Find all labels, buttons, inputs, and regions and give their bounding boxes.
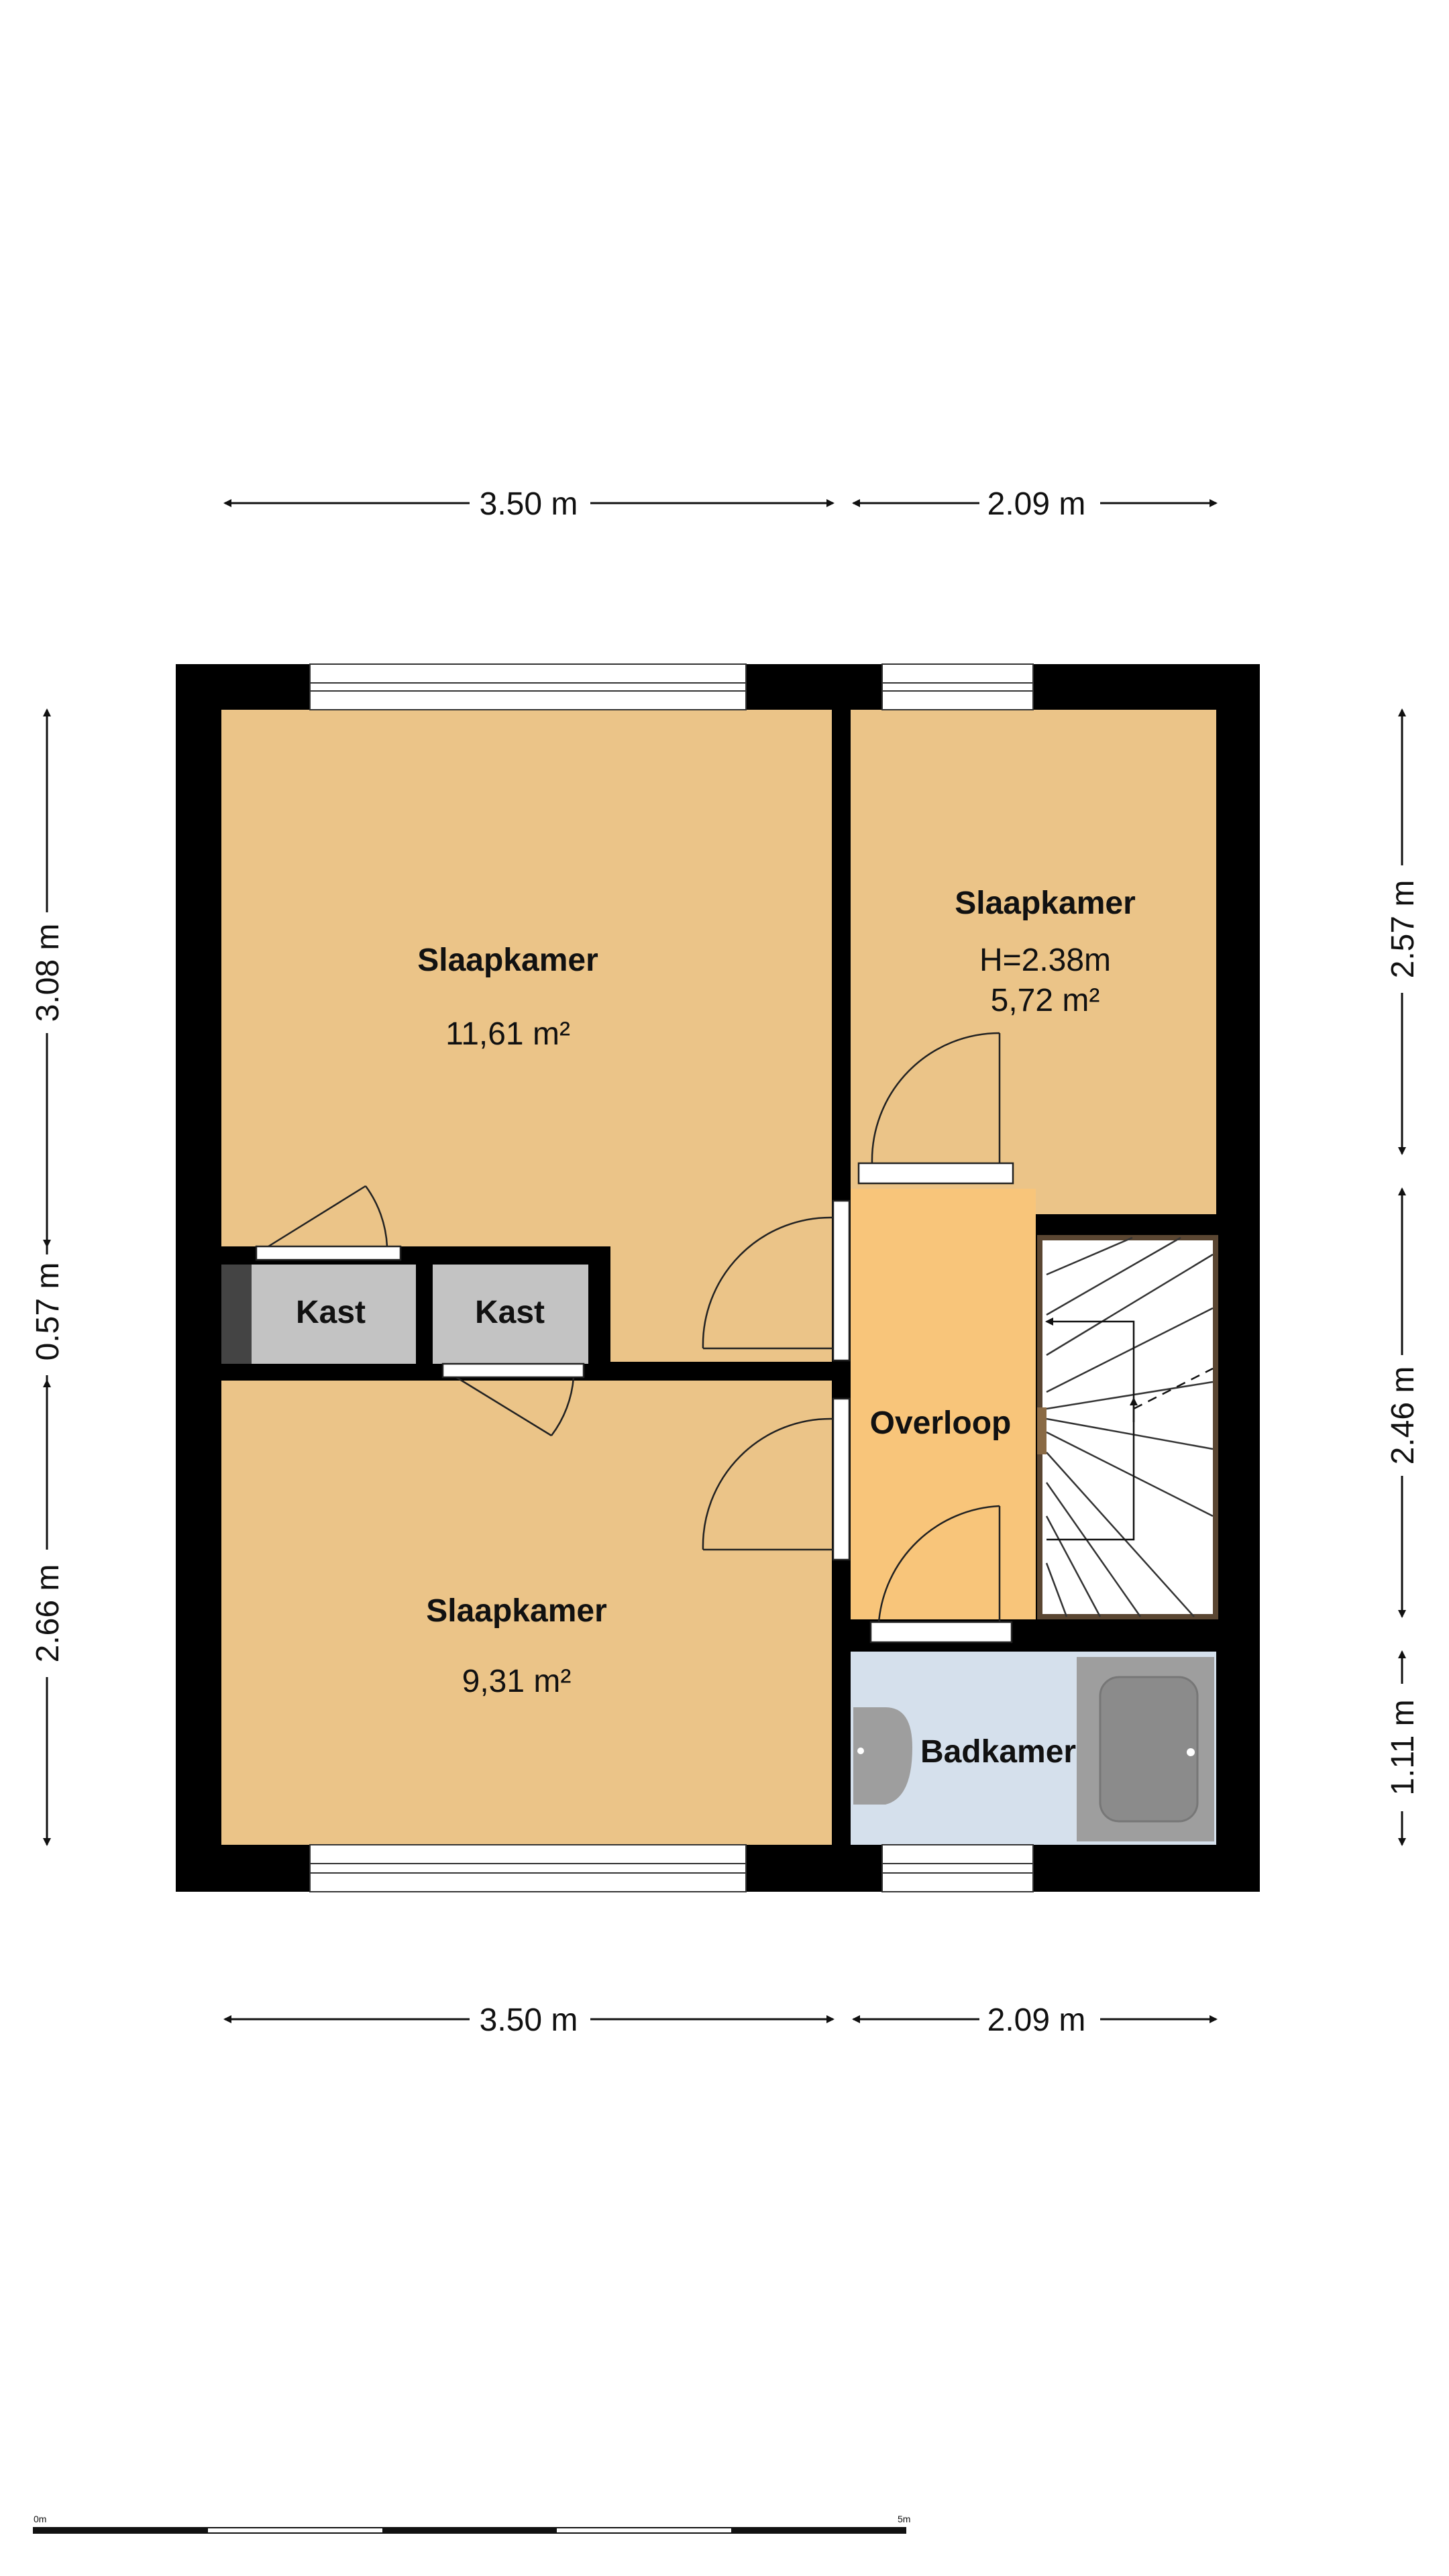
room-closet-left [221,1265,416,1364]
dimension-left-bottom: 2.66 m [30,1564,66,1663]
staircase [1037,1235,1218,1619]
bathroom-sink [853,1707,912,1805]
room-area-bedroom-small: 5,72 m² [991,983,1100,1018]
dimension-bottom-left: 3.50 m [480,2002,578,2038]
scale-bar [33,2527,906,2534]
room-title-bedroom-large: Slaapkamer [417,943,598,978]
dimension-left-middle: 0.57 m [30,1263,66,1361]
dimension-top-right: 2.09 m [987,486,1086,522]
closet-wall [416,1246,433,1374]
door-swing [255,1032,1014,1644]
closet-shelf [221,1265,252,1364]
room-bedroom-small [851,710,1216,1214]
scale-bar-end: 5m [898,2514,910,2524]
window [881,663,1034,710]
room-title-bathroom: Badkamer [920,1734,1076,1770]
window [309,663,747,710]
room-landing [851,1189,1036,1619]
scale-bar-start: 0m [34,2514,46,2524]
window [309,1844,747,1892]
room-bedroom-bottom [221,1381,832,1845]
room-title-closet-right: Kast [475,1295,545,1330]
bathtub [1077,1657,1214,1841]
room-area-bedroom-bottom: 9,31 m² [462,1664,572,1699]
dimension-top-left: 3.50 m [480,486,578,522]
dimension-right-middle: 2.46 m [1385,1366,1421,1465]
closet-wall [588,1246,610,1381]
dimension-right-top: 2.57 m [1385,880,1421,979]
dimension-bottom-right: 2.09 m [987,2002,1086,2038]
room-title-bedroom-small: Slaapkamer [955,885,1136,921]
room-closet-right [433,1265,588,1364]
dimension-left-top: 3.08 m [30,924,66,1022]
window [881,1844,1034,1892]
room-height-bedroom-small: H=2.38m [979,943,1111,978]
room-title-landing: Overloop [870,1405,1012,1441]
room-title-bedroom-bottom: Slaapkamer [426,1593,607,1629]
dimension-right-bottom: 1.11 m [1385,1699,1421,1795]
room-area-bedroom-large: 11,61 m² [445,1016,570,1052]
room-title-closet-left: Kast [296,1295,366,1330]
